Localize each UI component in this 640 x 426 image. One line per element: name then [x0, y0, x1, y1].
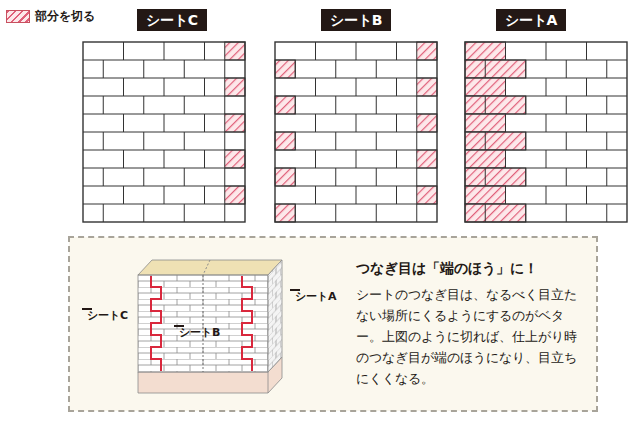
sheet-name: シートC: [87, 309, 128, 323]
sheet-name: シートC: [146, 11, 198, 29]
sheet-tag: シートC: [82, 308, 92, 310]
sheet-tag: シートB: [321, 9, 392, 31]
sheet-tag: シートA: [290, 289, 300, 291]
sheet-name: シートB: [330, 11, 383, 29]
hatch-swatch: [6, 10, 30, 23]
sheet-tag: シートB: [174, 325, 184, 327]
panel-ground: [69, 237, 597, 411]
note-panel: つなぎ目は「端のほう」に！ シートのつなぎ目は、なるべく目立たない場所にくるように…: [68, 236, 598, 412]
box-illustration: [138, 260, 282, 393]
legend-row: 部分を切る: [6, 8, 95, 25]
note-body: シートのつなぎ目は、なるべく目立たない場所にくるようにするのがベター。上図のよう…: [356, 284, 586, 389]
note-heading: つなぎ目は「端のほう」に！: [356, 260, 538, 278]
sheet-name: シートA: [505, 11, 558, 29]
sheet-tag: シートC: [137, 9, 207, 31]
sheet-name: シートB: [179, 326, 220, 340]
legend-text: 部分を切る: [35, 8, 95, 25]
brick-sheets: [83, 42, 627, 222]
sheet-tag: シートA: [496, 9, 567, 31]
sheet-name: シートA: [295, 290, 337, 304]
